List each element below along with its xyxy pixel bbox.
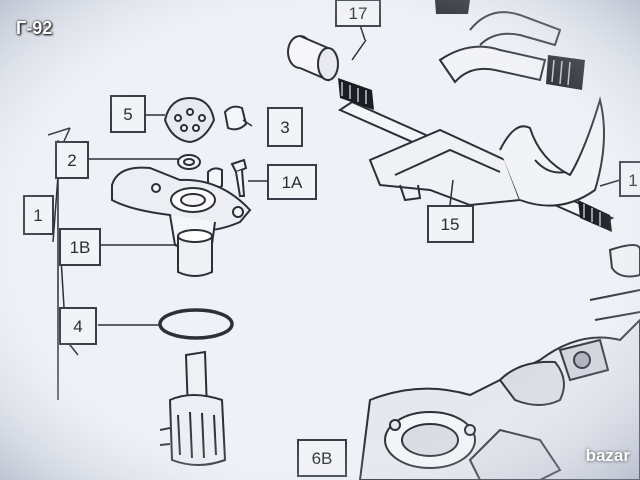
svg-text:1: 1 [33, 206, 42, 225]
needle-bearing-right [578, 200, 612, 232]
callout-4: 4 [59, 307, 97, 345]
callout-3: 3 [267, 107, 303, 147]
listing-tag: Г-92 [16, 18, 53, 38]
callout-1: 1 [23, 195, 54, 235]
svg-text:2: 2 [67, 151, 76, 170]
svg-text:17: 17 [349, 4, 368, 23]
callout-15: 15 [427, 205, 474, 243]
callout-1A: 1A [267, 164, 317, 200]
callout-17: 17 [335, 0, 381, 27]
svg-text:1: 1 [628, 171, 637, 190]
svg-text:1B: 1B [70, 238, 91, 257]
transmission-housing [358, 244, 640, 480]
callout-5: 5 [110, 95, 146, 133]
callout-6B: 6B [297, 439, 347, 477]
svg-text:1A: 1A [282, 173, 303, 192]
svg-text:3: 3 [280, 118, 289, 137]
svg-text:4: 4 [73, 317, 82, 336]
callout-1B: 1B [59, 228, 101, 266]
callout-2: 2 [55, 141, 89, 179]
exploded-parts [111, 96, 252, 466]
shift-rail-assembly [287, 11, 615, 227]
callout-1-edge: 1 [619, 161, 640, 197]
watermark-logo: bazar [585, 446, 630, 465]
svg-text:15: 15 [441, 215, 460, 234]
svg-text:6B: 6B [312, 449, 333, 468]
svg-text:5: 5 [123, 105, 132, 124]
